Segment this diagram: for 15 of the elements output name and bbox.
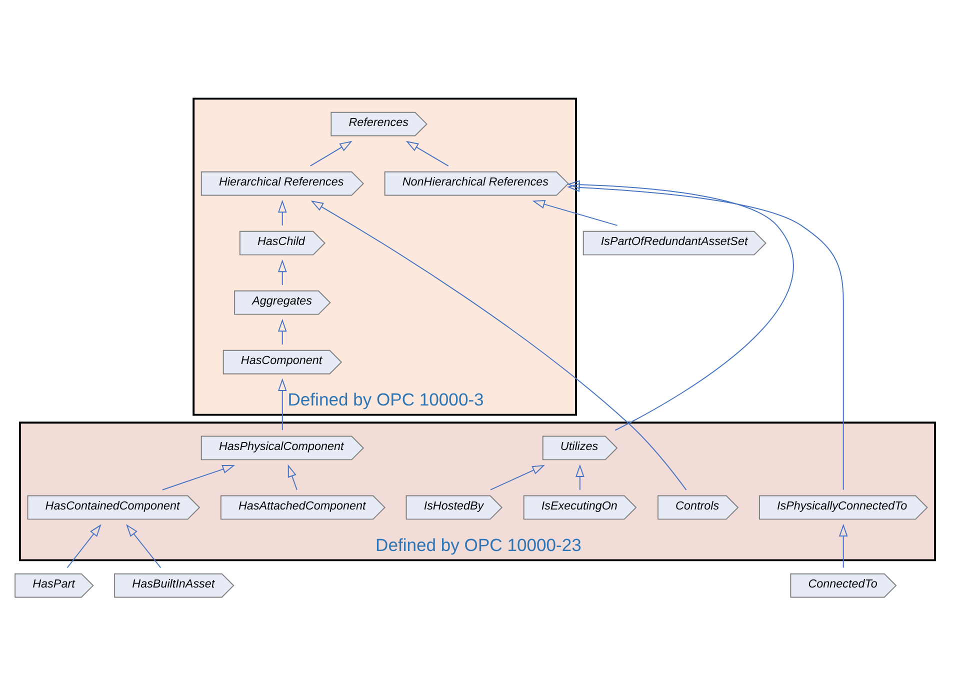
arrow [567, 182, 844, 490]
arrow [278, 258, 287, 285]
arrow [310, 200, 687, 490]
arrow [567, 180, 794, 430]
arrow [490, 464, 545, 490]
arrow [162, 464, 236, 490]
arrow [838, 523, 848, 568]
arrow [278, 378, 287, 430]
arrow [278, 199, 287, 226]
arrow [532, 200, 618, 226]
arrow [288, 464, 298, 490]
arrow [278, 318, 287, 344]
arrow [406, 140, 449, 166]
arrow [310, 140, 352, 166]
arrow [576, 464, 584, 490]
